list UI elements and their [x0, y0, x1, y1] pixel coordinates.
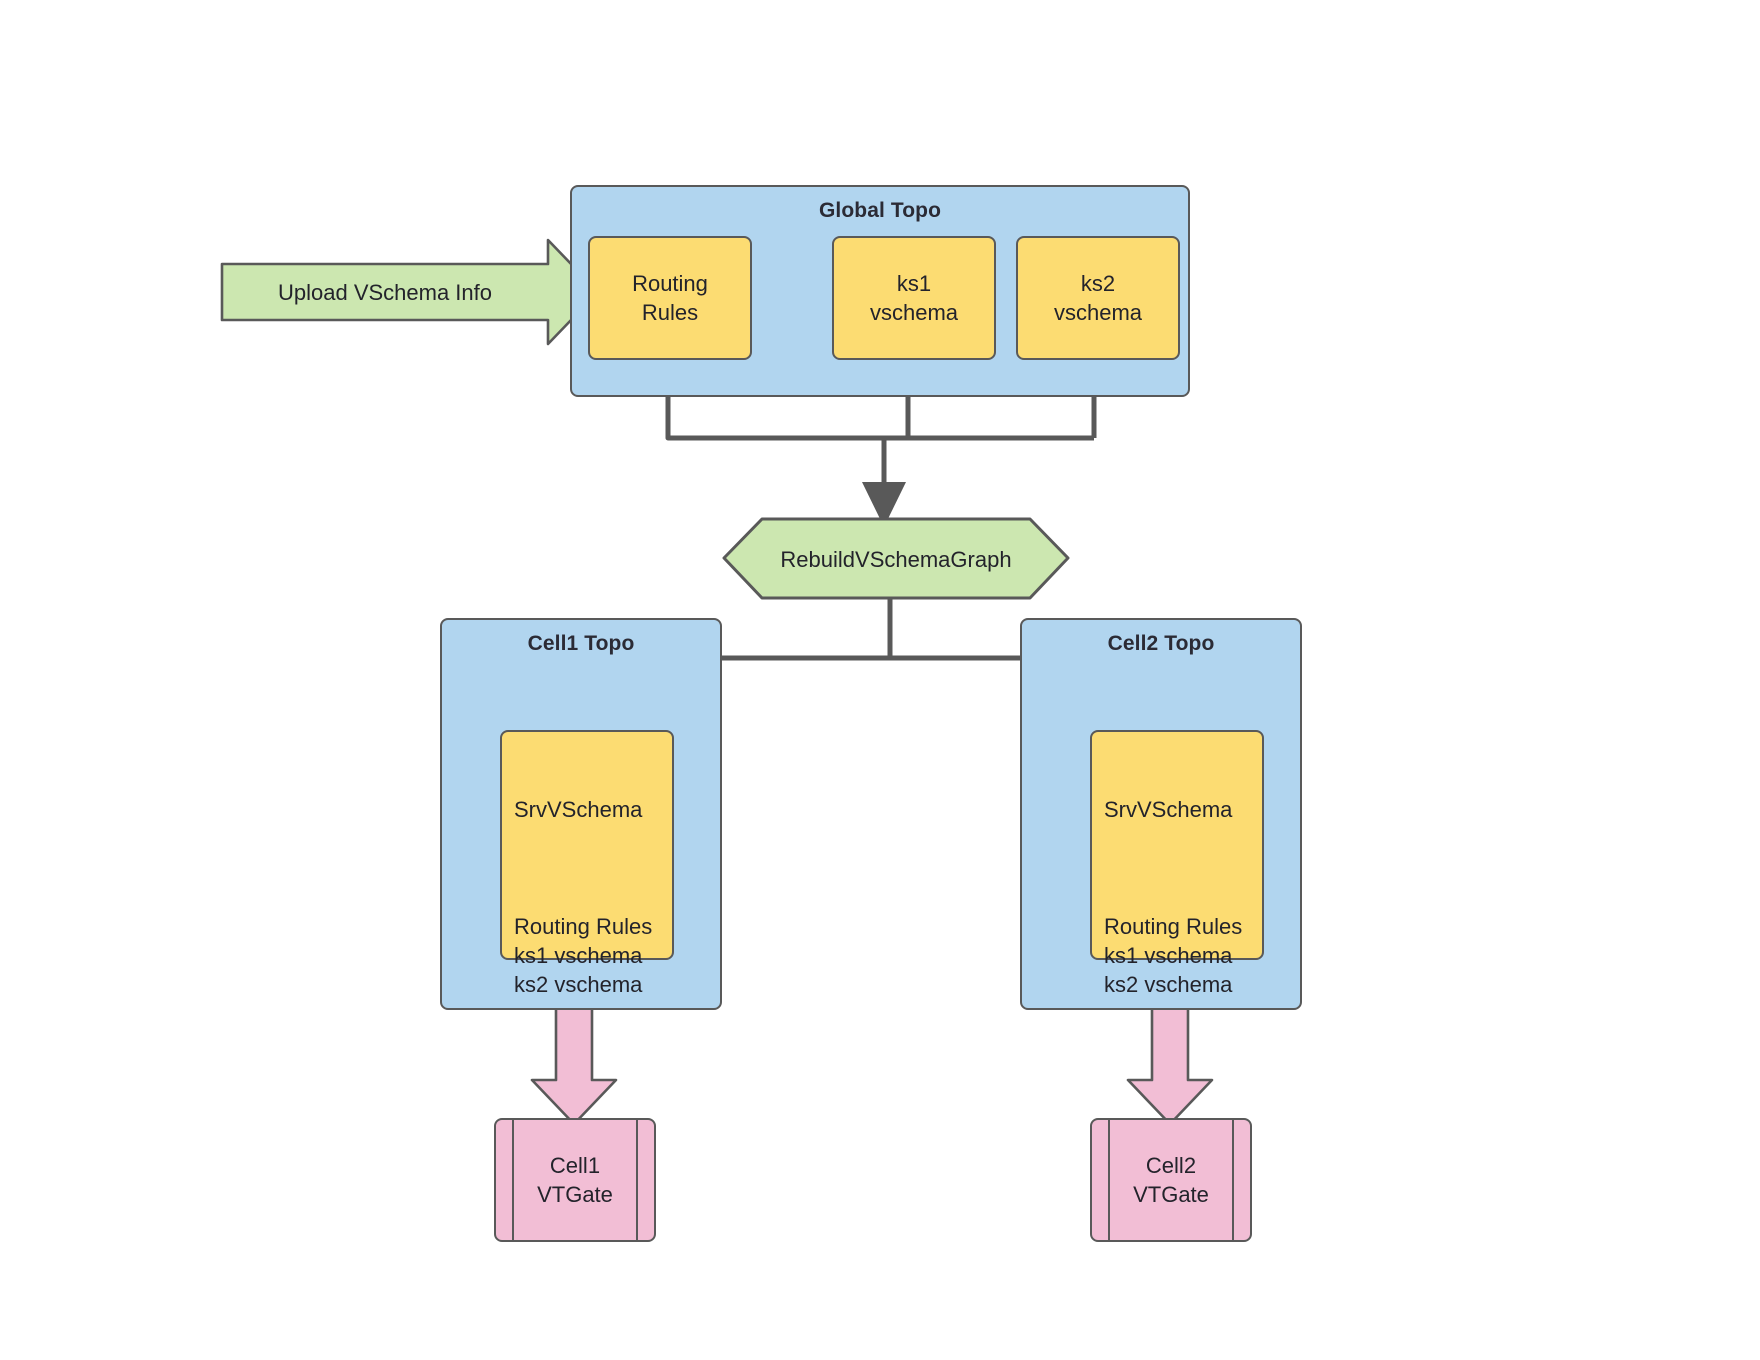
cell2-vtgate-box[interactable]: Cell2 VTGate	[1090, 1118, 1252, 1242]
rebuild-vschema-graph-label: RebuildVSchemaGraph	[780, 547, 1012, 572]
cell1-srvvschema-entries: Routing Rules ks1 vschema ks2 vschema	[514, 914, 653, 998]
cell2-srvvschema-box[interactable]: SrvVSchema Routing Rules ks1 vschema ks2…	[1090, 730, 1264, 997]
cell1-srvvschema-box[interactable]: SrvVSchema Routing Rules ks1 vschema ks2…	[500, 730, 674, 997]
global-node-routing-rules[interactable]: Routing Rules	[588, 236, 752, 360]
cell1-srvvschema-heading: SrvVSchema	[514, 797, 643, 823]
cell1-topo-title: Cell1 Topo	[527, 632, 635, 655]
cell2-srvvschema-entries: Routing Rules ks1 vschema ks2 vschema	[1104, 914, 1243, 998]
cell2-srvvschema-heading: SrvVSchema	[1104, 797, 1233, 823]
cell2-topo-title: Cell2 Topo	[1107, 632, 1215, 655]
global-topo-title: Global Topo	[818, 199, 942, 222]
upload-vschema-label: Upload VSchema Info	[277, 280, 493, 305]
global-node-ks2-vschema[interactable]: ks2 vschema	[1016, 236, 1180, 360]
cell1-vtgate-box[interactable]: Cell1 VTGate	[494, 1118, 656, 1242]
global-node-ks1-vschema[interactable]: ks1 vschema	[832, 236, 996, 360]
